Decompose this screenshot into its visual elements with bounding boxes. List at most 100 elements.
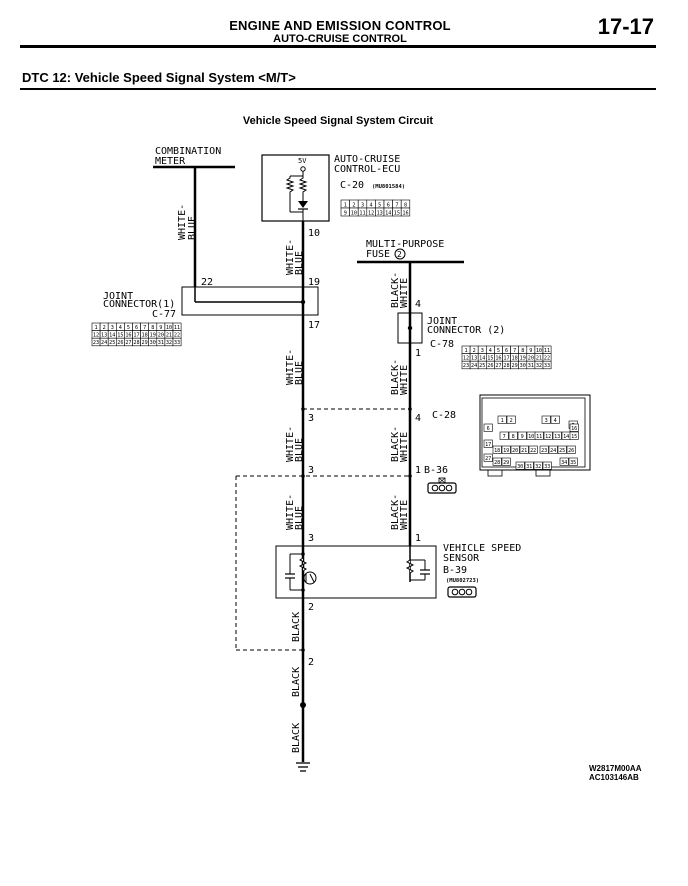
connector-cell: [172, 337, 182, 347]
connector-pin-number: 32: [166, 340, 172, 346]
c28-pin-cell: [517, 431, 527, 440]
c28-pin-number: 10: [528, 434, 534, 440]
connector-pin-number: 25: [109, 340, 115, 346]
connector-pin-number: 24: [101, 340, 107, 346]
connector-pin-number: 22: [544, 356, 550, 362]
connector-pin-number: 11: [359, 210, 365, 216]
connector-pin-number: 3: [361, 202, 364, 208]
joint-connector-1-label-1: JOINT: [103, 291, 133, 302]
c28-connector-face: 1234567891011121314151617181920212223242…: [479, 394, 591, 477]
c28-pin-number: 24: [550, 448, 556, 454]
connector-pin-number: 10: [166, 325, 172, 331]
c28-pin-cell: [506, 415, 516, 424]
wire-label-left-low-2: BLUE: [294, 438, 305, 462]
connector-pin-number: 12: [93, 333, 99, 339]
c28-pin-cell: [524, 461, 534, 470]
connector-pin-number: 5: [378, 202, 381, 208]
c28-pin-number: 9: [521, 434, 524, 440]
pin-22: 22: [201, 277, 213, 288]
connector-pin-number: 23: [463, 363, 469, 369]
c28-pin-number: 1: [501, 418, 504, 424]
connector-pin-number: 14: [385, 210, 391, 216]
b36-connector-icon: [427, 477, 457, 494]
connector-pin-number: 13: [377, 210, 383, 216]
connector-pin-number: 23: [93, 340, 99, 346]
c28-pin-number: 29: [503, 460, 509, 466]
connector-pin-number: 25: [479, 363, 485, 369]
connector-pin-number: 6: [387, 202, 390, 208]
c28-pin-cell: [550, 415, 560, 424]
pin-19: 19: [308, 277, 320, 288]
wire-label-ecu-1: WHITE-: [285, 239, 296, 275]
joint-connector-2-label-1: JOINT: [427, 316, 457, 327]
c28-pin-number: 3: [545, 418, 548, 424]
c28-pin-cell: [483, 423, 493, 432]
connector-pin-number: 8: [404, 202, 407, 208]
c28-pin-number: 15: [571, 434, 577, 440]
c28-pin-cell: [542, 461, 552, 470]
connector-pin-number: 26: [487, 363, 493, 369]
c28-pin-number: 21: [521, 448, 527, 454]
pin-4-a: 4: [415, 299, 421, 310]
c28-pin-number: 11: [536, 434, 542, 440]
connector-pin-number: 29: [142, 340, 148, 346]
c28-pin-number: 25: [559, 448, 565, 454]
connector-pin-number: 32: [536, 363, 542, 369]
c28-pin-number: 30: [517, 464, 523, 470]
connector-pin-number: 9: [159, 325, 162, 331]
wire-label-meter-2: BLUE: [187, 216, 198, 240]
connector-pin-number: 20: [528, 356, 534, 362]
c28-pin-number: 20: [512, 448, 518, 454]
c28-pin-number: 35: [570, 460, 576, 466]
connector-pin-number: 10: [536, 348, 542, 354]
ecu-voltage: 5V: [298, 157, 307, 165]
c28-pin-number: 18: [494, 448, 500, 454]
connector-pin-number: 30: [150, 340, 156, 346]
connector-pin-number: 16: [125, 333, 131, 339]
connector-pin-number: 1: [344, 202, 347, 208]
c28-pin-cell: [569, 431, 579, 440]
connector-pin-number: 18: [512, 356, 518, 362]
c28-pin-cell: [510, 445, 520, 454]
connector-pin-number: 9: [344, 210, 347, 216]
wire-label-right-low-1: BLACK-: [390, 426, 401, 462]
c28-pin-number: 32: [535, 464, 541, 470]
connector-pin-number: 12: [463, 356, 469, 362]
connector-pin-number: 16: [495, 356, 501, 362]
connector-pin-number: 33: [544, 363, 550, 369]
joint-connector-1-box: [181, 286, 319, 316]
connector-pin-number: 7: [513, 348, 516, 354]
c28-pin-number: 27: [485, 456, 491, 462]
connector-pin-number: 26: [117, 340, 123, 346]
connector-pin-number: 4: [370, 202, 373, 208]
connector-pin-number: 16: [402, 210, 408, 216]
wire-label-black-2: BLACK: [291, 667, 302, 697]
connector-pin-number: 31: [528, 363, 534, 369]
c28-pin-cell: [568, 457, 578, 466]
c28-pin-number: 4: [554, 418, 557, 424]
ecu-diode-icon: [298, 201, 308, 208]
wire-label-right-low-2: WHITE: [399, 432, 410, 462]
ecu-connector-id: C-20: [340, 180, 364, 191]
wire-label-right-mid-1: BLACK-: [390, 359, 401, 395]
sensor-part-number: (MU802723): [446, 578, 479, 584]
page-number: 17-17: [597, 14, 654, 39]
c28-pin-cell: [566, 445, 576, 454]
c28-pin-number: 17: [485, 442, 491, 448]
pin-2-b: 2: [308, 657, 314, 668]
ecu-resistor-2-icon: [298, 176, 308, 201]
fuse-number-badge: [394, 248, 406, 260]
wire-label-left-sensor-2: BLUE: [294, 506, 305, 530]
connector-pin-number: 15: [487, 356, 493, 362]
wire-label-black-3: BLACK: [291, 723, 302, 753]
pin-3-b: 3: [308, 465, 314, 476]
c28-pin-cell: [501, 457, 511, 466]
connector-pin-number: 19: [520, 356, 526, 362]
connector-pin-number: 4: [489, 348, 492, 354]
ecu-box: [261, 154, 330, 222]
header-subtitle: AUTO-CRUISE CONTROL: [273, 33, 407, 45]
c28-pin-cell: [552, 431, 562, 440]
